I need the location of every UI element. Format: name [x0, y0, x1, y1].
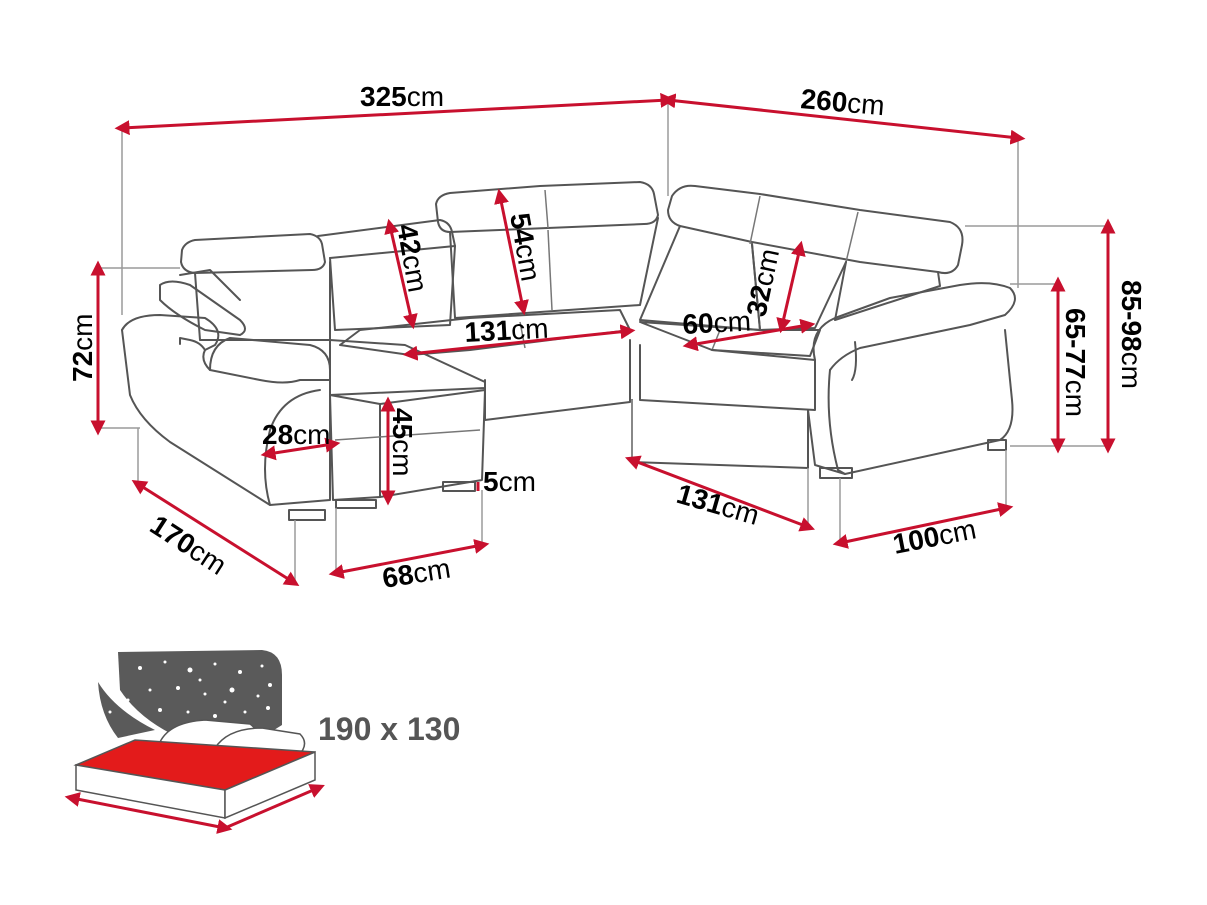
dimension-lines [90, 92, 1116, 587]
label-right-end-width: 100cm [890, 513, 978, 559]
sleeping-bed-icon [64, 650, 325, 834]
sofa-line-drawing-icon [121, 181, 1016, 521]
bed-size-label: 190 x 130 [318, 711, 460, 747]
label-right-height-max: 85-98cm [1116, 280, 1147, 389]
label-seat-width-center: 131cm [464, 313, 550, 348]
label-arm-width: 28cm [262, 419, 330, 450]
label-headrest-center: 54cm [504, 211, 546, 284]
label-headrest-right: 32cm [741, 246, 786, 319]
label-right-height-arm: 65-77cm [1060, 308, 1091, 417]
dimension-labels: 325cm 260cm 72cm 85-98cm 65-77cm 42cm 54… [67, 81, 1147, 594]
label-leg-height: 5cm [483, 466, 536, 497]
label-chaise-width: 68cm [380, 553, 452, 594]
label-left-height: 72cm [67, 314, 98, 382]
label-right-depth: 260cm [799, 83, 885, 121]
label-total-width: 325cm [360, 81, 444, 112]
label-seat-height: 45cm [387, 408, 418, 476]
label-right-side-width: 131cm [673, 478, 762, 531]
label-seat-depth-right: 60cm [682, 305, 752, 340]
label-headrest-left: 42cm [391, 222, 433, 295]
label-left-depth: 170cm [145, 509, 232, 581]
